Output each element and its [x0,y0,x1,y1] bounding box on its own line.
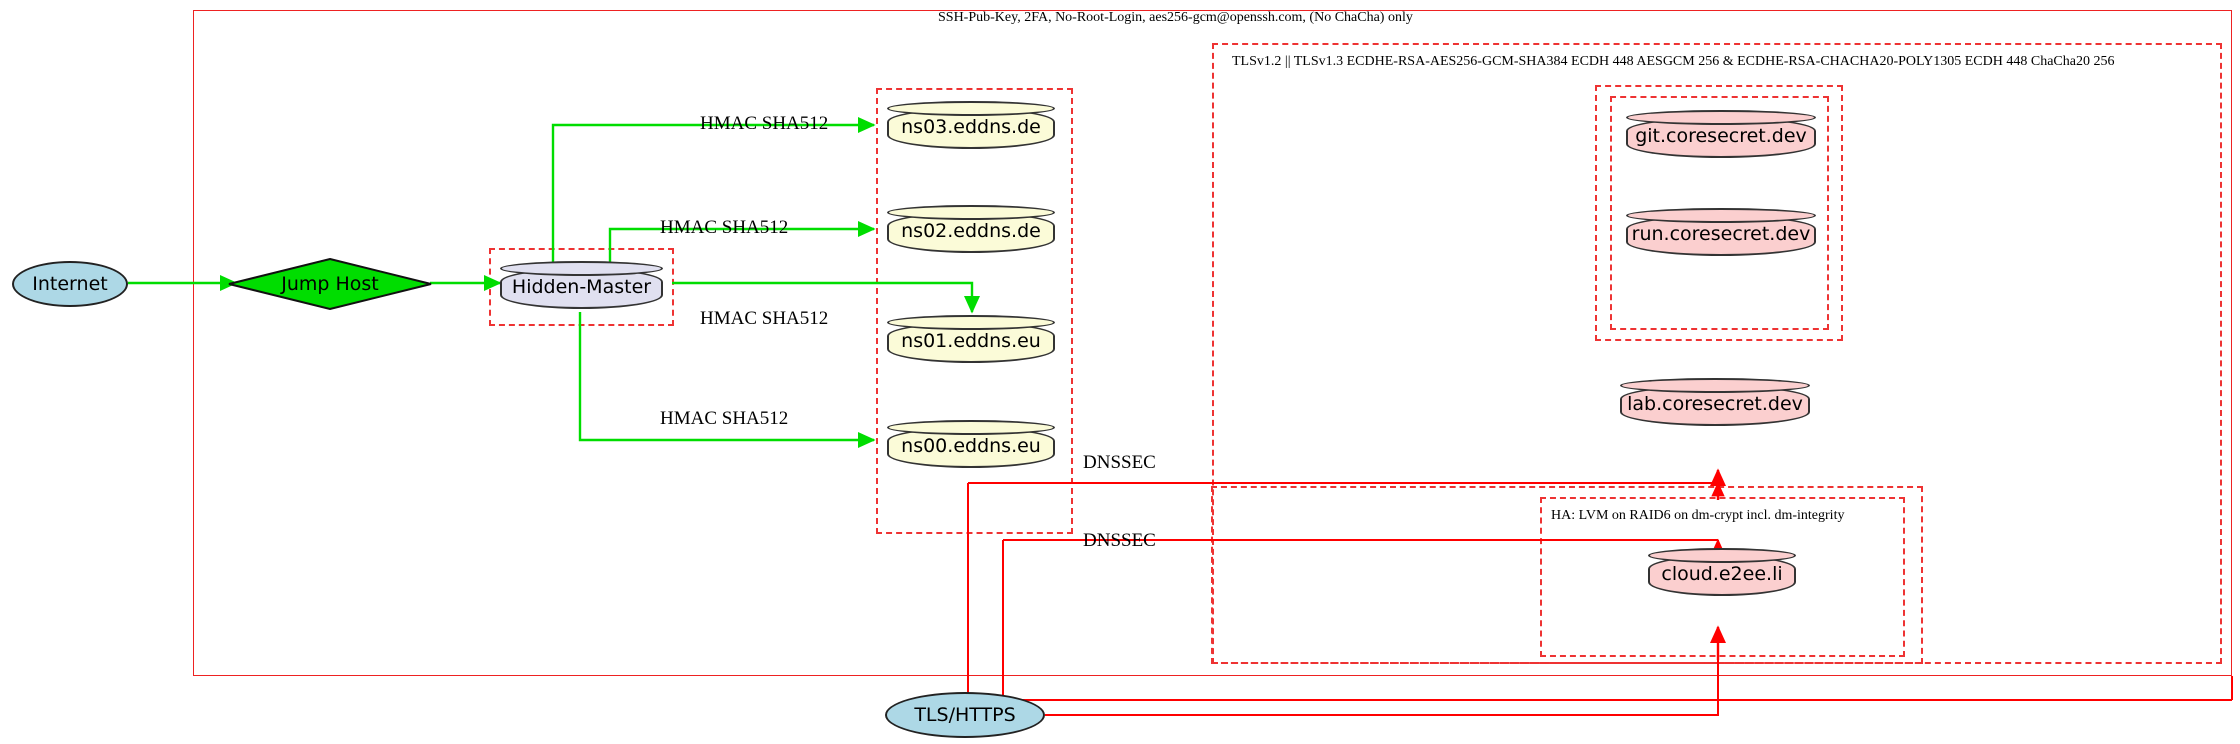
node-cloud-e2ee-label: cloud.e2ee.li [1661,563,1783,585]
node-cloud-e2ee[interactable]: cloud.e2ee.li [1648,548,1796,596]
git-top [1626,110,1816,125]
node-jump-host[interactable]: Jump Host [228,257,432,311]
cluster-cloud-zone [1211,486,1923,664]
node-hidden-master[interactable]: Hidden-Master [500,261,663,309]
cloud-body [1648,555,1796,596]
node-run-coresecret-label: run.coresecret.dev [1631,223,1811,245]
cluster-ha-storage-label: HA: LVM on RAID6 on dm-crypt incl. dm-in… [1551,508,1845,523]
cluster-tls-perimeter-label: TLSv1.2 || TLSv1.3 ECDHE-RSA-AES256-GCM-… [1232,54,2115,69]
node-ns00-label: ns00.eddns.eu [901,435,1041,457]
edge-label-dnssec-lower: DNSSEC [1083,530,1156,551]
jump-host-shape [228,257,432,311]
hidden-master-top [500,261,663,276]
node-ns02[interactable]: ns02.eddns.de [887,205,1055,253]
node-lab-coresecret-label: lab.coresecret.dev [1627,393,1803,415]
node-lab-coresecret[interactable]: lab.coresecret.dev [1620,378,1810,426]
edge-label-hmac-ns01: HMAC SHA512 [700,308,829,329]
edge-label-hmac-ns00: HMAC SHA512 [660,408,789,429]
node-internet[interactable]: Internet [12,261,128,307]
cluster-ha-storage [1540,497,1905,657]
cluster-ssh-perimeter-label: SSH-Pub-Key, 2FA, No-Root-Login, aes256-… [938,10,1413,25]
ns01-top [887,315,1055,330]
node-run-coresecret[interactable]: run.coresecret.dev [1626,208,1816,256]
node-hidden-master-label: Hidden-Master [511,276,652,298]
node-ns03-label: ns03.eddns.de [901,116,1041,138]
node-ns01[interactable]: ns01.eddns.eu [887,315,1055,363]
node-ns02-label: ns02.eddns.de [901,220,1041,242]
cloud-top [1648,548,1796,563]
node-ns03[interactable]: ns03.eddns.de [887,101,1055,149]
edge-label-dnssec-upper: DNSSEC [1083,452,1156,473]
edge-label-hmac-ns02: HMAC SHA512 [660,217,789,238]
cluster-coresecret-outer-zone [1595,85,1843,341]
node-ns01-label: ns01.eddns.eu [901,330,1041,352]
node-tls-https[interactable]: TLS/HTTPS [885,692,1045,738]
ns03-top [887,101,1055,116]
node-ns00[interactable]: ns00.eddns.eu [887,420,1055,468]
lab-top [1620,378,1810,393]
ns00-top [887,420,1055,435]
cluster-coresecret-inner-zone [1610,96,1829,330]
ns02-top [887,205,1055,220]
edge-label-hmac-ns03: HMAC SHA512 [700,113,829,134]
run-top [1626,208,1816,223]
node-git-coresecret-label: git.coresecret.dev [1635,125,1807,147]
node-git-coresecret[interactable]: git.coresecret.dev [1626,110,1816,158]
